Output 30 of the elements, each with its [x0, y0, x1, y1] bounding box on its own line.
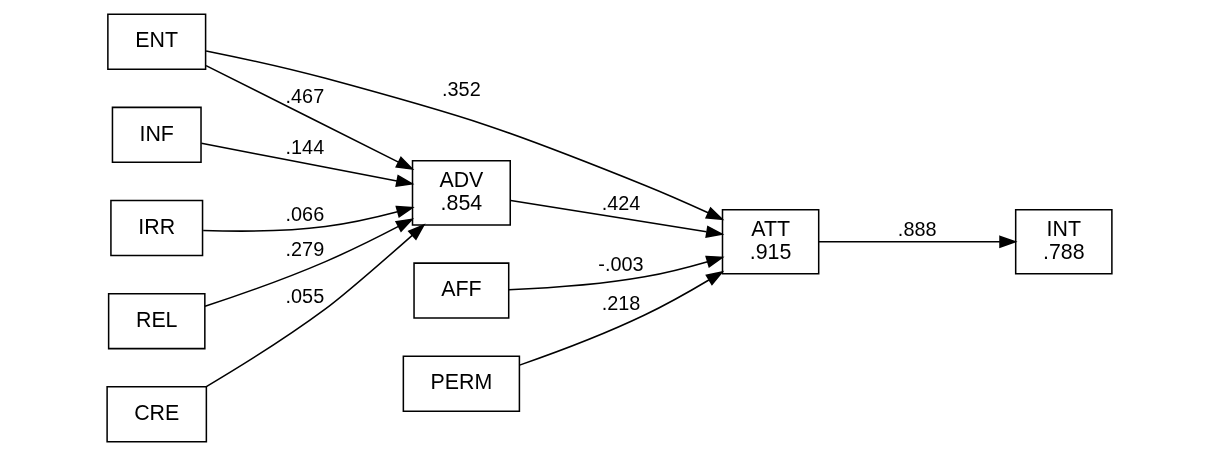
arrow	[507, 255, 725, 291]
node-box: IRR	[109, 199, 203, 257]
arrow	[204, 64, 414, 171]
edge-label: -.003	[597, 253, 644, 276]
node-box: INT .788	[1014, 208, 1113, 275]
node-box: INF	[111, 106, 202, 164]
node-box: ATT .915	[721, 208, 819, 275]
node-box: AFF	[412, 262, 509, 319]
edge-label: .279	[285, 238, 324, 261]
node-box: CRE	[105, 386, 207, 443]
arrow	[203, 218, 414, 308]
node-box: PERM	[402, 355, 520, 412]
node-box: REL	[107, 292, 206, 350]
edge-label: .424	[601, 192, 640, 215]
edge-label: .144	[285, 135, 324, 158]
edge-label: .352	[441, 77, 481, 100]
node-box: ENT	[106, 13, 206, 70]
edge-label: .467	[285, 85, 324, 108]
arrow	[518, 270, 724, 366]
node-box: ADV .854	[411, 160, 511, 226]
edge-label: .218	[601, 291, 640, 314]
arrow	[817, 235, 1018, 249]
arrow	[205, 223, 426, 388]
edge-label: .066	[285, 202, 324, 225]
edge-label: .888	[897, 218, 937, 241]
edge-label: .055	[285, 285, 324, 308]
arrow	[204, 50, 724, 221]
arrow	[201, 205, 415, 232]
arrow	[509, 199, 724, 239]
arrow	[200, 142, 414, 188]
